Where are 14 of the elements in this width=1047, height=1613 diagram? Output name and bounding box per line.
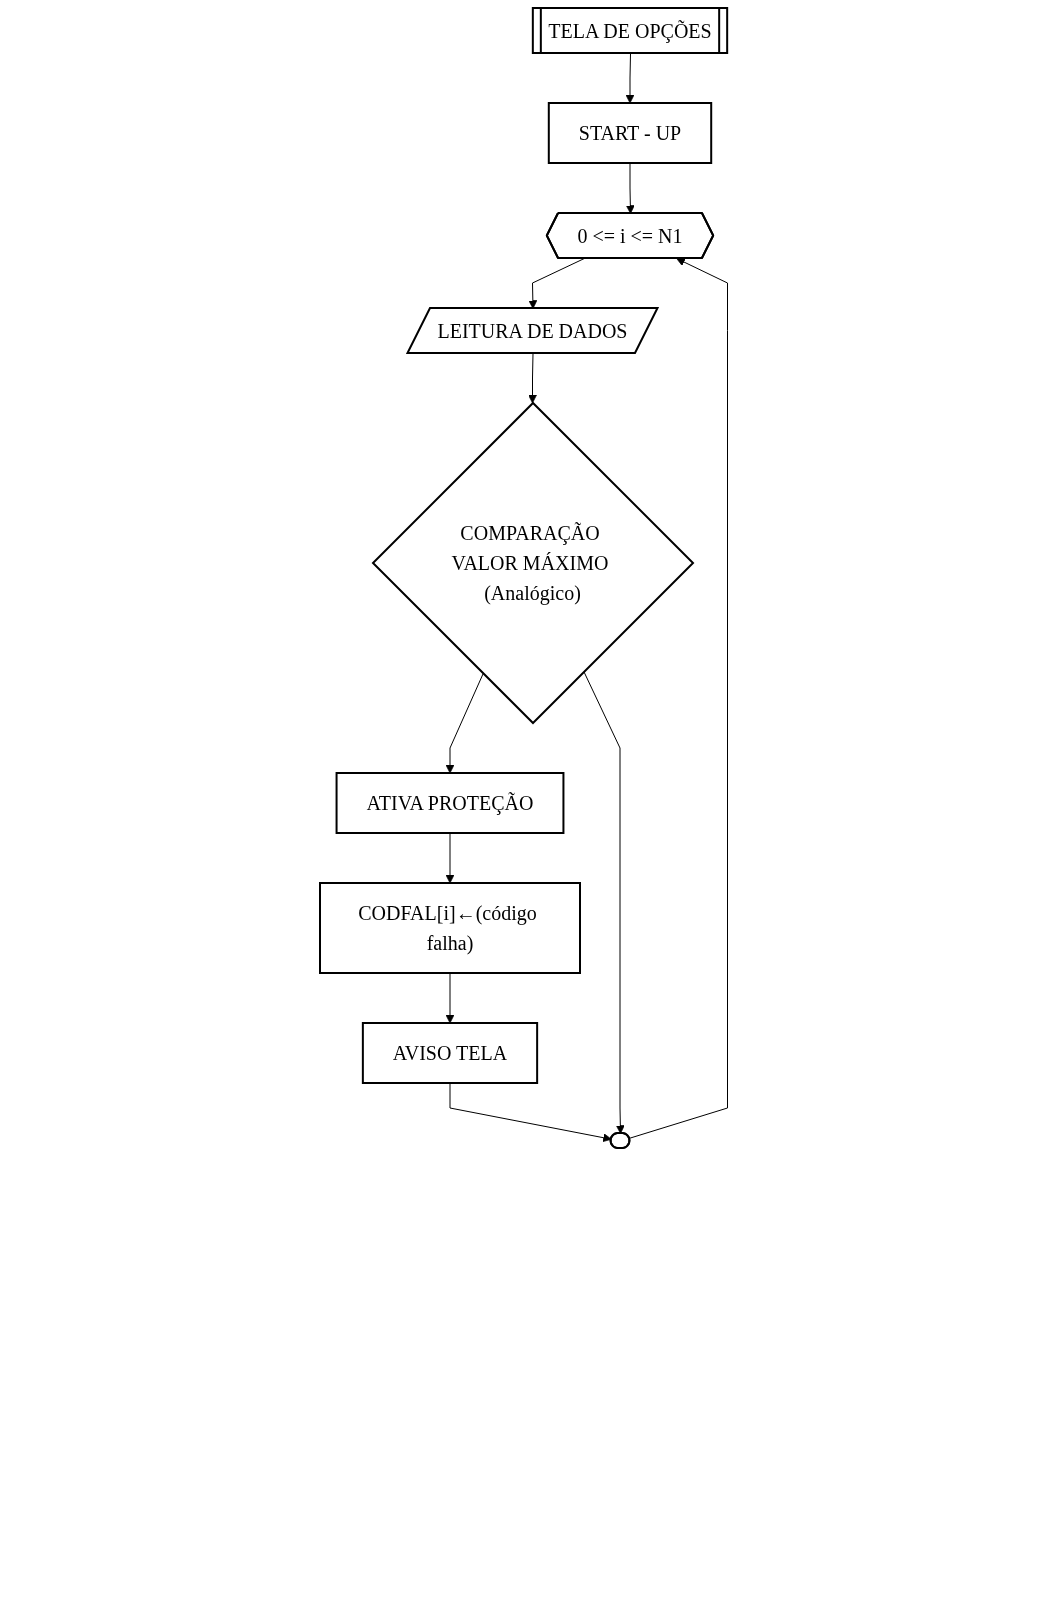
node-box: START - UP xyxy=(547,102,712,164)
node-box: AVISO TELA xyxy=(361,1022,538,1084)
arrow xyxy=(625,162,635,214)
arrow xyxy=(528,258,585,309)
arrow xyxy=(445,673,484,774)
node-box: CODFAL[i]←(código falha) xyxy=(318,882,581,974)
arrow xyxy=(628,257,728,1139)
arrow xyxy=(527,353,537,404)
arrow xyxy=(445,972,455,1024)
node-box: ATIVA PROTEÇÃO xyxy=(335,772,565,834)
arrow xyxy=(449,1082,612,1143)
arrow xyxy=(583,671,625,1134)
node-diamond: COMPARAÇÃO VALOR MÁXIMO (Analógico) xyxy=(371,401,695,725)
arrow xyxy=(445,832,455,884)
